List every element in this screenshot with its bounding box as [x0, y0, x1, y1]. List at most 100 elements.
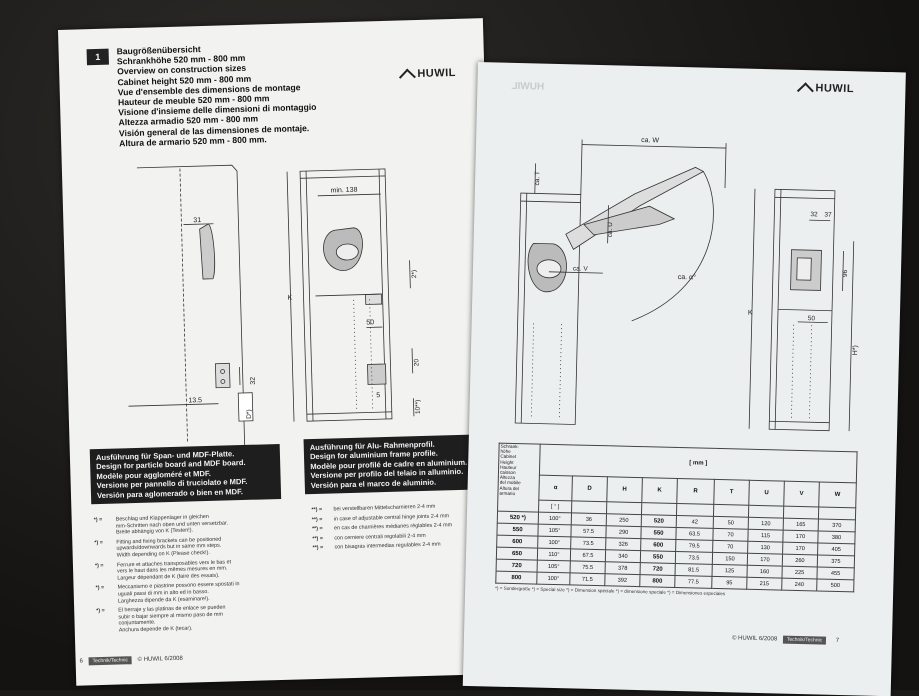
cell: 71.5 [570, 573, 605, 586]
cell: 405 [818, 543, 855, 556]
cell: 520 *) [497, 511, 538, 524]
header-alpha: α [539, 475, 573, 501]
dim-ca-w: ca. W [641, 137, 659, 144]
dim-ca-v: ca. V [573, 265, 589, 272]
dim-50: 50 [366, 319, 374, 326]
unit-alpha: [ ° ] [539, 500, 572, 513]
note-item: *) =Fitting and fixing brackets can be p… [94, 535, 284, 560]
dim-ca-t: ca. T [534, 171, 541, 186]
dim-32: 32 [250, 377, 257, 385]
cell: 105° [538, 524, 571, 537]
footer-brand: © HUWIL 6/2008 [732, 635, 777, 642]
dim-13-5: 13.5 [188, 397, 202, 404]
dim-min138: min. 138 [331, 187, 358, 195]
cell: 150 [712, 552, 747, 565]
huwil-logo: HUWIL [799, 82, 854, 95]
footer-brand: © HUWIL 6/2008 [138, 656, 183, 663]
cell: 50 [713, 516, 748, 529]
header-u: U [749, 480, 785, 506]
dim-h: H*) [852, 345, 859, 355]
cell: 250 [606, 514, 641, 527]
cell: 170 [747, 553, 782, 566]
section-number: 1 [87, 49, 109, 66]
left-footer: 6 Technik/Technic © HUWIL 6/2008 [80, 655, 183, 666]
note-item: *) =Meccanismo e piastrine possono esser… [96, 580, 286, 605]
header-t: T [714, 479, 750, 505]
cell: 81.5 [675, 563, 712, 576]
note-item: *) =Ferrure et attaches transposables ve… [95, 557, 285, 582]
cell: 340 [605, 550, 640, 563]
cell: 70 [713, 528, 748, 541]
notes-double-star: **) =bei verstellbaren Mittelscharnieren… [311, 502, 487, 555]
cell: 800 [640, 575, 675, 588]
cell: 125 [712, 564, 747, 577]
cell: 370 [818, 519, 855, 532]
cell: 120 [748, 517, 783, 530]
cell: 550 [640, 551, 675, 564]
dim-96: 96 [842, 269, 849, 277]
huwil-mark-icon [399, 69, 416, 86]
cell: 600 [641, 539, 676, 552]
note-key: **) = [312, 535, 334, 542]
cell: 380 [818, 531, 855, 544]
cell: 70 [713, 540, 748, 553]
cell: 110° [537, 548, 570, 561]
dimension-table: Schrank- höhe Cabinet Height Hauteur cai… [495, 443, 857, 593]
cell: 100° [538, 512, 571, 525]
box-aluminium-frame: Ausführung für Alu- Rahmenprofil. Design… [304, 435, 477, 495]
note-key: *) = [96, 608, 119, 635]
cell: 42 [676, 515, 713, 528]
notes-single-star: *) =Beschlag und Klappenlager in gleiche… [94, 512, 287, 638]
note-line: bei verstellbaren Mittelscharnieren 2-4 … [333, 504, 435, 513]
cell: 600 [497, 535, 538, 548]
note-key: **) = [311, 506, 333, 513]
cell: 160 [747, 565, 782, 578]
header-w: W [819, 482, 857, 508]
cell: 650 [496, 547, 537, 560]
logo-text: HUWIL [815, 82, 854, 95]
huwil-logo: HUWIL [401, 67, 456, 81]
page-title: Baugrößenübersicht Schrankhöhe 520 mm - … [116, 41, 317, 149]
cell: 165 [783, 518, 818, 531]
right-footer: © HUWIL 6/2008 Technik/Technic 7 [732, 634, 839, 645]
note-key: *) = [96, 585, 119, 605]
note-key: *) = [94, 517, 117, 537]
cell: 225 [782, 566, 817, 579]
cell: 240 [782, 578, 817, 591]
right-technical-drawing: ca. W ca. T ca. U ca. V ca. α° 32 37 96 … [469, 122, 904, 442]
dim-32: 32 [810, 211, 818, 218]
dim-ca-u: ca. U [607, 222, 614, 238]
dim-2-star: 2*) [411, 270, 418, 279]
cell: 520 [641, 515, 676, 528]
dimension-table-wrap: Schrank- höhe Cabinet Height Hauteur cai… [495, 443, 858, 600]
header-h: H [607, 477, 643, 503]
cell: 720 [496, 559, 537, 572]
cell: 95 [712, 576, 747, 589]
note-item: *) =Beschlag und Klappenlager in gleiche… [94, 512, 284, 537]
logo-text: HUWIL [417, 67, 456, 80]
cell: 100° [538, 536, 571, 549]
footer-bar: Technik/Technic [783, 636, 826, 645]
cell: 290 [606, 526, 641, 539]
cell: 100° [537, 572, 570, 585]
footer-bar: Technik/Technic [89, 656, 133, 665]
cell: 115 [748, 529, 783, 542]
dim-10-star: 10**) [414, 400, 421, 415]
page-number: 7 [836, 638, 839, 644]
cell: 392 [605, 574, 640, 587]
cell: 73.5 [675, 551, 712, 564]
header-k: K [642, 478, 678, 504]
cell: 75.5 [570, 561, 605, 574]
note-key: *) = [95, 562, 118, 582]
cell: 105° [537, 560, 570, 573]
cell: 326 [606, 538, 641, 551]
dim-k: K [748, 310, 753, 317]
cell: 260 [782, 554, 817, 567]
header-d: D [572, 476, 608, 502]
dim-31: 31 [193, 217, 201, 224]
dim-d-star: D*) [246, 409, 253, 419]
cell: 63.5 [676, 527, 713, 540]
cell: 77.5 [675, 575, 712, 588]
cell: 800 [496, 571, 537, 584]
cell: 73.5 [571, 537, 606, 550]
